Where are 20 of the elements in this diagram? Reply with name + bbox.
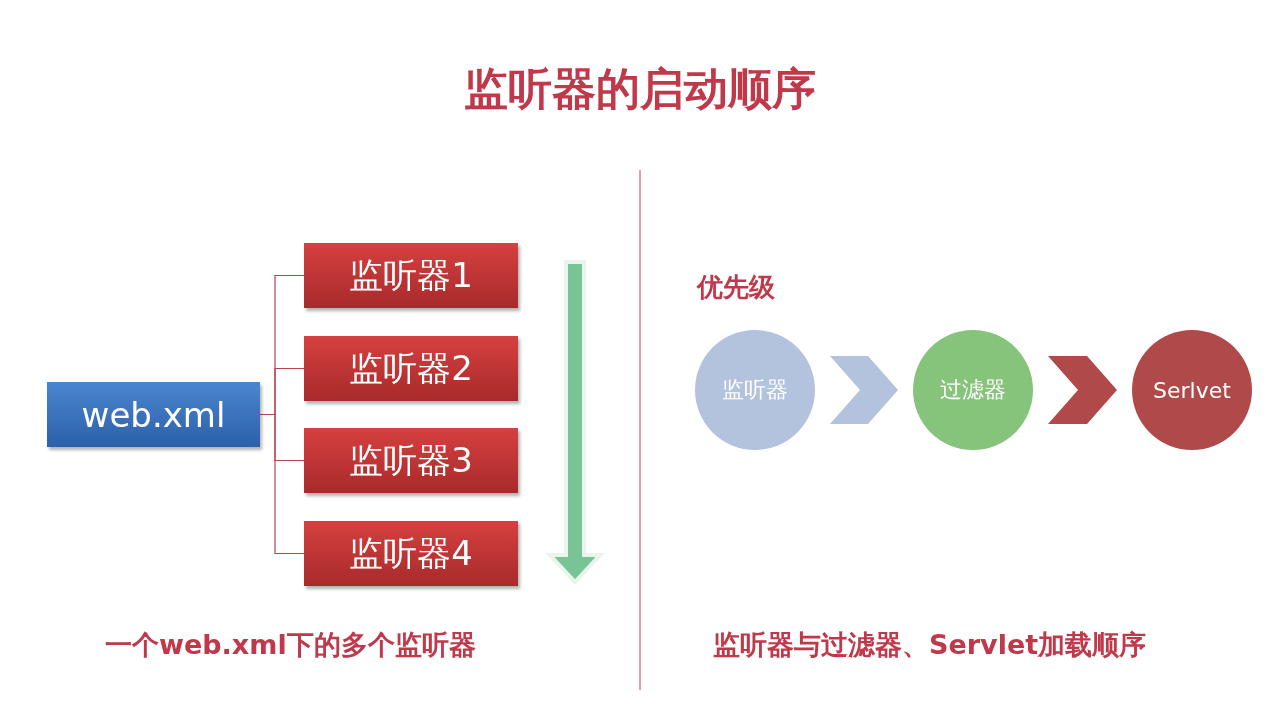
listener-box	[304, 428, 518, 493]
chevron-arrow	[1048, 356, 1117, 424]
node-label: 监听器4	[349, 531, 473, 575]
caption: 监听器与过滤器、Servlet加载顺序	[713, 628, 1147, 662]
node-label: 监听器3	[349, 438, 473, 482]
listener-box	[304, 243, 518, 308]
node-label: web.xml	[81, 394, 226, 435]
priority-label: 优先级	[697, 271, 775, 304]
node-label: Serlvet	[1153, 377, 1231, 403]
caption: 一个web.xml下的多个监听器	[105, 628, 476, 662]
listener-box	[304, 521, 518, 586]
node-label: 过滤器	[940, 376, 1006, 404]
listener-box	[304, 336, 518, 401]
node-label: 监听器2	[349, 346, 473, 390]
connector-line	[259, 413, 305, 555]
config-box	[47, 382, 260, 447]
title: 监听器的启动顺序	[463, 62, 817, 116]
chevron-arrow	[830, 356, 898, 424]
node-label: 监听器	[722, 376, 788, 404]
node-label: 监听器1	[349, 253, 473, 297]
